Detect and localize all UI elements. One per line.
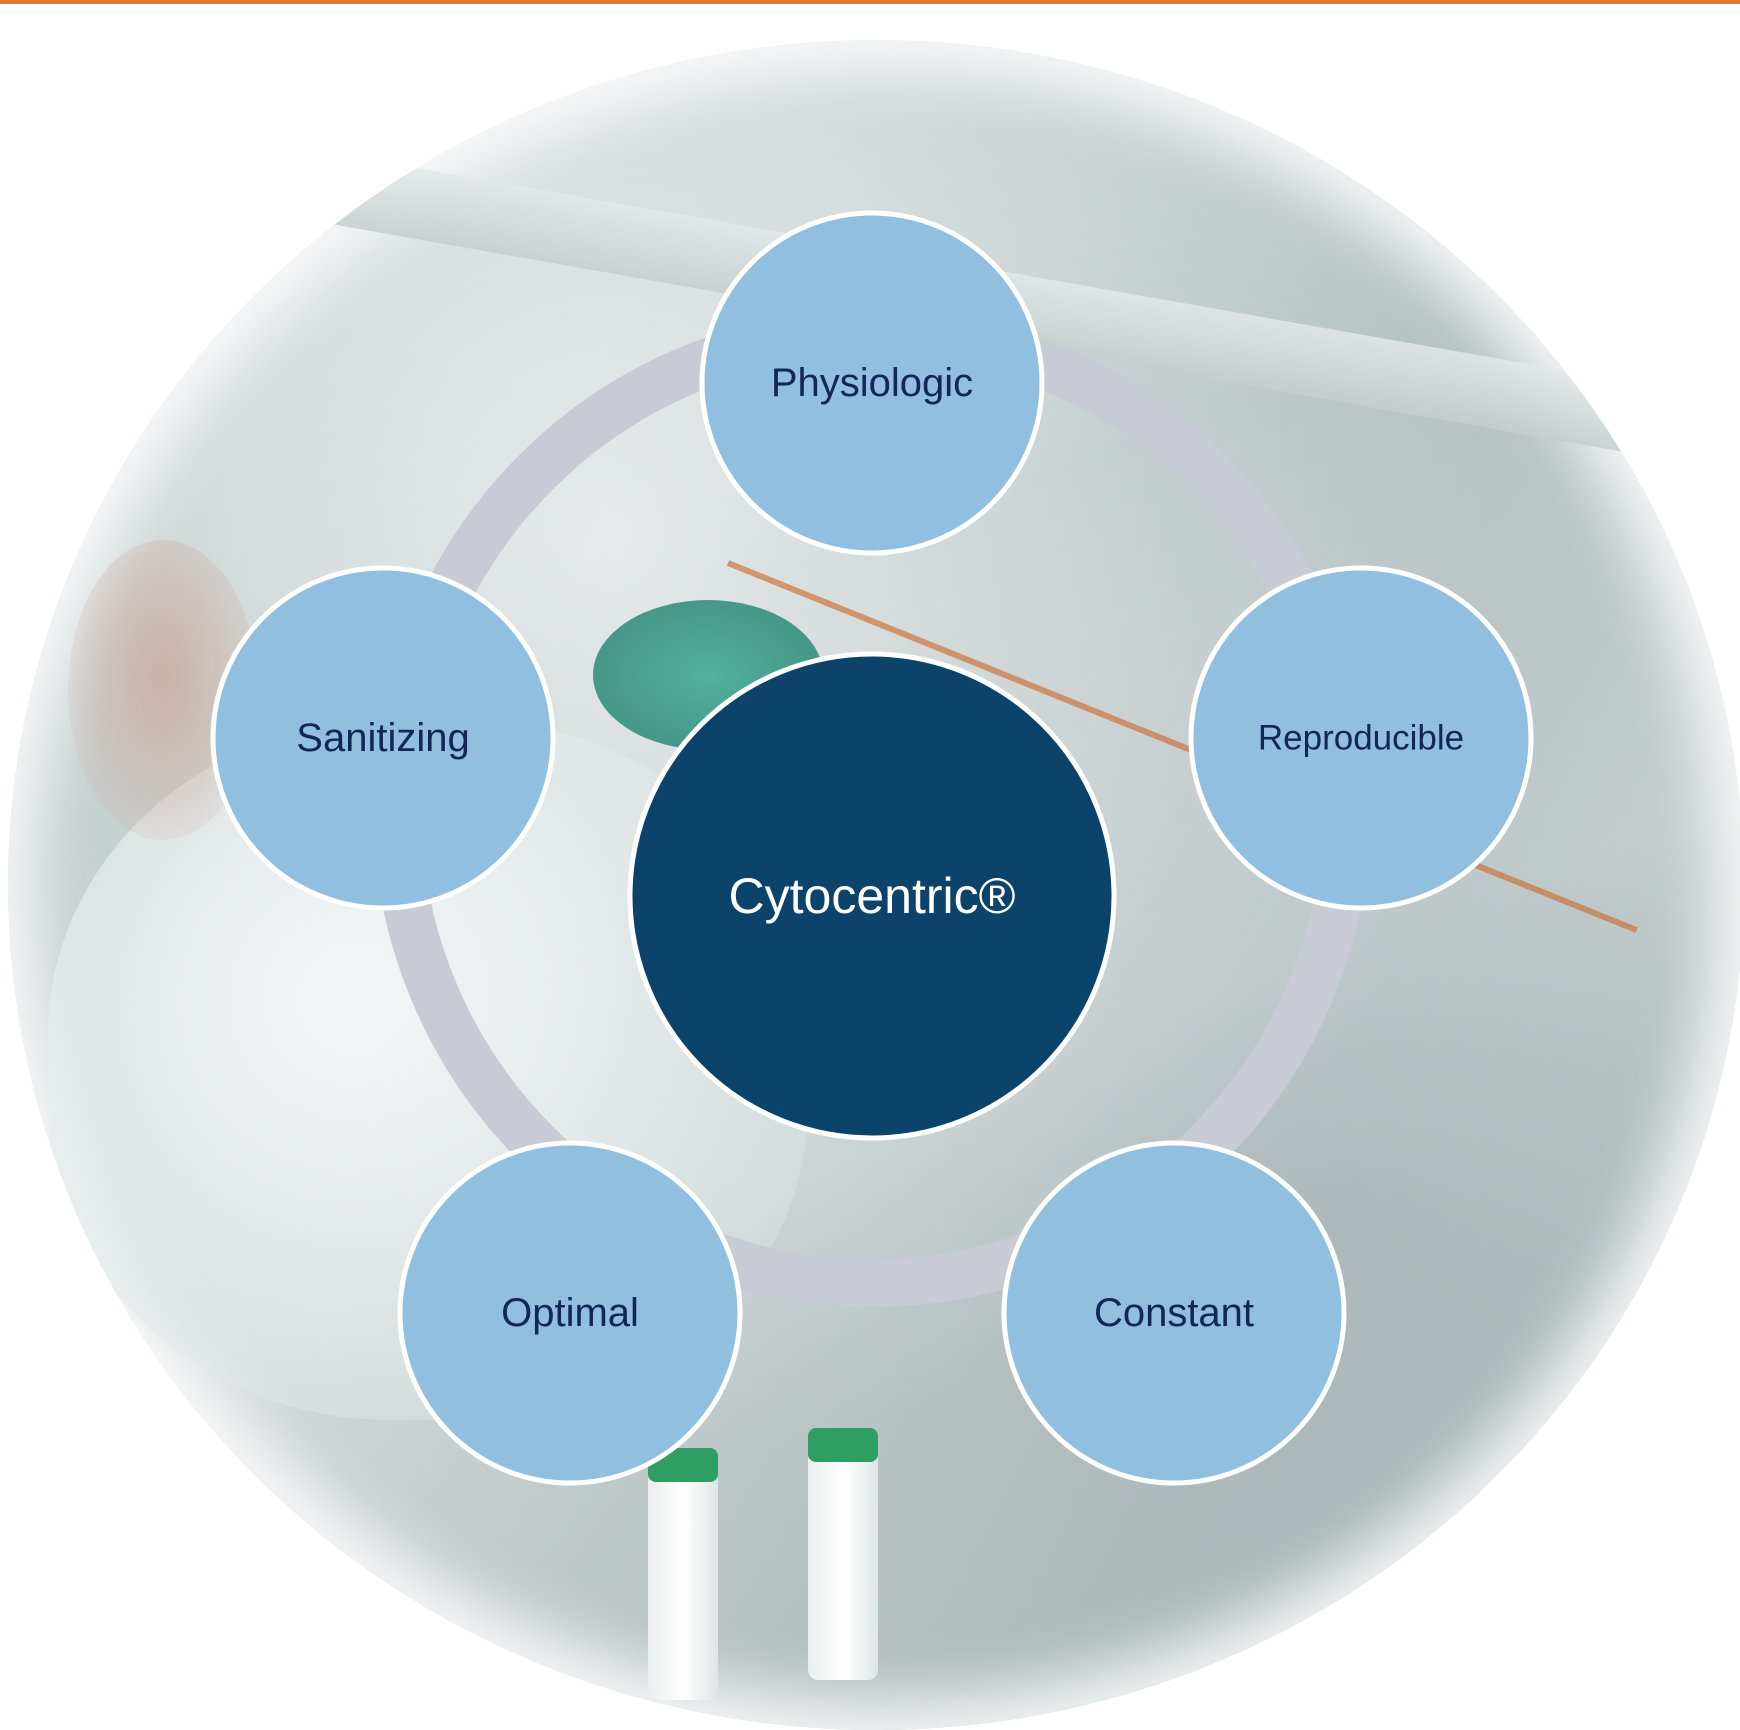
node-constant: Constant [1001, 1140, 1347, 1486]
tube-cap-image [808, 1428, 878, 1462]
node-physiologic-label: Physiologic [771, 361, 973, 405]
node-sanitizing: Sanitizing [210, 565, 556, 911]
node-optimal: Optimal [397, 1140, 743, 1486]
node-constant-circle [1001, 1140, 1347, 1486]
node-reproducible: Reproducible [1188, 565, 1534, 911]
node-optimal-label: Optimal [501, 1291, 639, 1335]
node-reproducible-circle [1188, 565, 1534, 911]
node-physiologic-circle [699, 210, 1045, 556]
test-tube-image [648, 1448, 718, 1700]
top-accent-rule [0, 0, 1740, 4]
node-physiologic: Physiologic [699, 210, 1045, 556]
node-reproducible-label: Reproducible [1258, 719, 1464, 758]
test-tube-image [808, 1428, 878, 1680]
node-sanitizing-circle [210, 565, 556, 911]
node-sanitizing-label: Sanitizing [296, 716, 469, 760]
node-constant-label: Constant [1094, 1291, 1254, 1335]
center-node: Cytocentric® [627, 651, 1117, 1141]
center-label: Cytocentric® [729, 868, 1016, 924]
node-optimal-circle [397, 1140, 743, 1486]
center-circle [627, 651, 1117, 1141]
